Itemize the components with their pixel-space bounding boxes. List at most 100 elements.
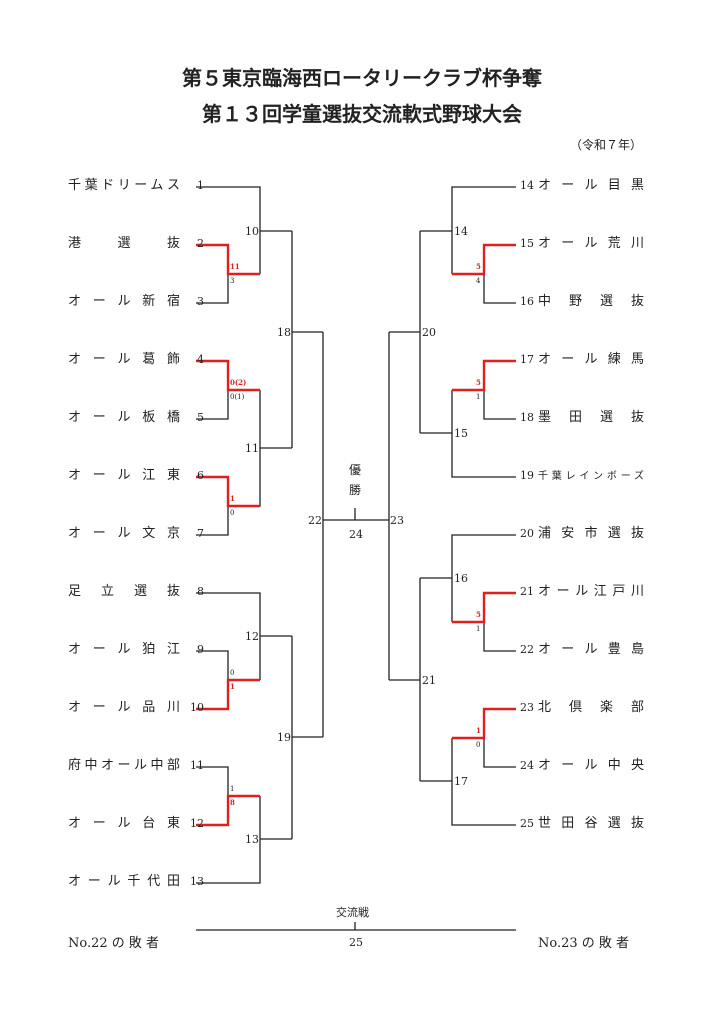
match-score: 11 [230, 262, 240, 271]
team-number: 20 [520, 527, 534, 540]
team-name: オール千代田 [68, 874, 180, 889]
team-number: 1 [197, 179, 204, 192]
match-score: 8 [230, 798, 235, 807]
match-score: 1 [476, 625, 481, 633]
match-score: 5 [476, 262, 481, 271]
team-name: オール狛江 [68, 642, 180, 657]
match-score: 5 [476, 378, 481, 387]
exchange-right-team: No.23 の 敗 者 [538, 936, 630, 951]
title-line-2: 第１３回学童選抜交流軟式野球大会 [202, 102, 522, 126]
match-score: 0(1) [230, 393, 245, 401]
match-number: 14 [454, 225, 468, 238]
match-score: 3 [230, 277, 235, 285]
team-number: 24 [520, 759, 534, 772]
team-entry: オール文京 7 [68, 526, 204, 542]
team-name: オール中央 [538, 758, 644, 773]
match-number: 15 [454, 427, 468, 440]
team-name: 浦安市選抜 [538, 526, 644, 541]
team-name: 北倶楽部 [538, 700, 644, 715]
match-score: 4 [476, 277, 481, 285]
match-number: 18 [277, 326, 291, 339]
match-score: 0(2) [230, 378, 247, 387]
title-line-1: 第５東京臨海西ロータリークラブ杯争奪 [182, 66, 542, 90]
match-number: 22 [308, 514, 322, 527]
team-name: オール葛飾 [68, 352, 180, 367]
match-number: 21 [422, 674, 436, 687]
team-number: 25 [520, 817, 534, 830]
match-number: 19 [277, 731, 291, 744]
team-number: 22 [520, 643, 534, 656]
team-number: 23 [520, 701, 534, 714]
team-number: 6 [197, 469, 204, 482]
team-entry: オール板橋 5 [68, 410, 204, 426]
team-entry: オール千代田 13 [68, 874, 204, 890]
team-name: オール新宿 [68, 294, 180, 309]
team-entry: 府中オール中部 11 [68, 758, 204, 774]
match-number: 24 [349, 528, 363, 541]
match-number: 11 [245, 442, 259, 455]
team-number: 8 [197, 585, 204, 598]
team-name: オール江戸川 [538, 584, 644, 599]
team-name: オール荒川 [538, 236, 644, 251]
team-name: 世田谷選抜 [538, 816, 644, 831]
team-entry: オール江東 6 [68, 468, 204, 484]
bracket-black-lines [196, 186, 516, 931]
match-score: 1 [230, 682, 235, 691]
match-number: 17 [454, 775, 468, 788]
team-number: 17 [520, 353, 534, 366]
team-number: 4 [197, 353, 204, 366]
match-number: 13 [245, 833, 259, 846]
team-number: 11 [190, 759, 204, 772]
match-number: 16 [454, 572, 468, 585]
team-name: オール板橋 [68, 410, 180, 425]
match-score: 5 [476, 610, 481, 619]
match-score: 1 [476, 393, 481, 401]
team-name: 千葉ドリームス [68, 178, 180, 193]
match-number: 25 [349, 936, 363, 949]
match-number: 20 [422, 326, 436, 339]
team-entry: 21 オール江戸川 [520, 584, 644, 600]
match-number: 10 [245, 225, 259, 238]
year-label: （令和７年） [569, 138, 642, 152]
team-name: オール江東 [68, 468, 180, 483]
match-number: 12 [245, 630, 259, 643]
team-number: 21 [520, 585, 534, 598]
match-score: 0 [476, 741, 481, 749]
team-entry: 24 オール中央 [520, 758, 644, 774]
exchange-left-team: No.22 の 敗 者 [68, 936, 160, 951]
match-score: 0 [230, 669, 235, 677]
champion-label: 優勝 [348, 463, 361, 497]
team-name: オール豊島 [538, 642, 644, 657]
team-number: 13 [190, 875, 204, 888]
team-name: 港選抜 [68, 236, 180, 251]
team-number: 12 [190, 817, 204, 830]
match-score: 1 [476, 726, 481, 735]
team-entry: オール狛江 9 [68, 642, 204, 658]
team-name: 府中オール中部 [68, 758, 180, 773]
team-number: 5 [197, 411, 204, 424]
match-score: 0 [230, 509, 235, 517]
match-number: 23 [390, 514, 404, 527]
bracket-winner-lines [196, 243, 516, 827]
team-number: 9 [197, 643, 204, 656]
team-entry: 25 世田谷選抜 [520, 816, 644, 832]
team-number: 15 [520, 237, 534, 250]
team-name: 中野選抜 [538, 294, 644, 309]
team-name: オール文京 [68, 526, 180, 541]
team-number: 19 [520, 469, 534, 482]
team-entry: 22 オール豊島 [520, 642, 644, 658]
team-name: オール練馬 [538, 352, 644, 367]
team-name: 墨田選抜 [538, 410, 644, 425]
team-entry: 千葉ドリームス 1 [68, 178, 204, 194]
team-entry: オール葛飾 4 [68, 352, 204, 368]
team-number: 7 [197, 527, 204, 540]
